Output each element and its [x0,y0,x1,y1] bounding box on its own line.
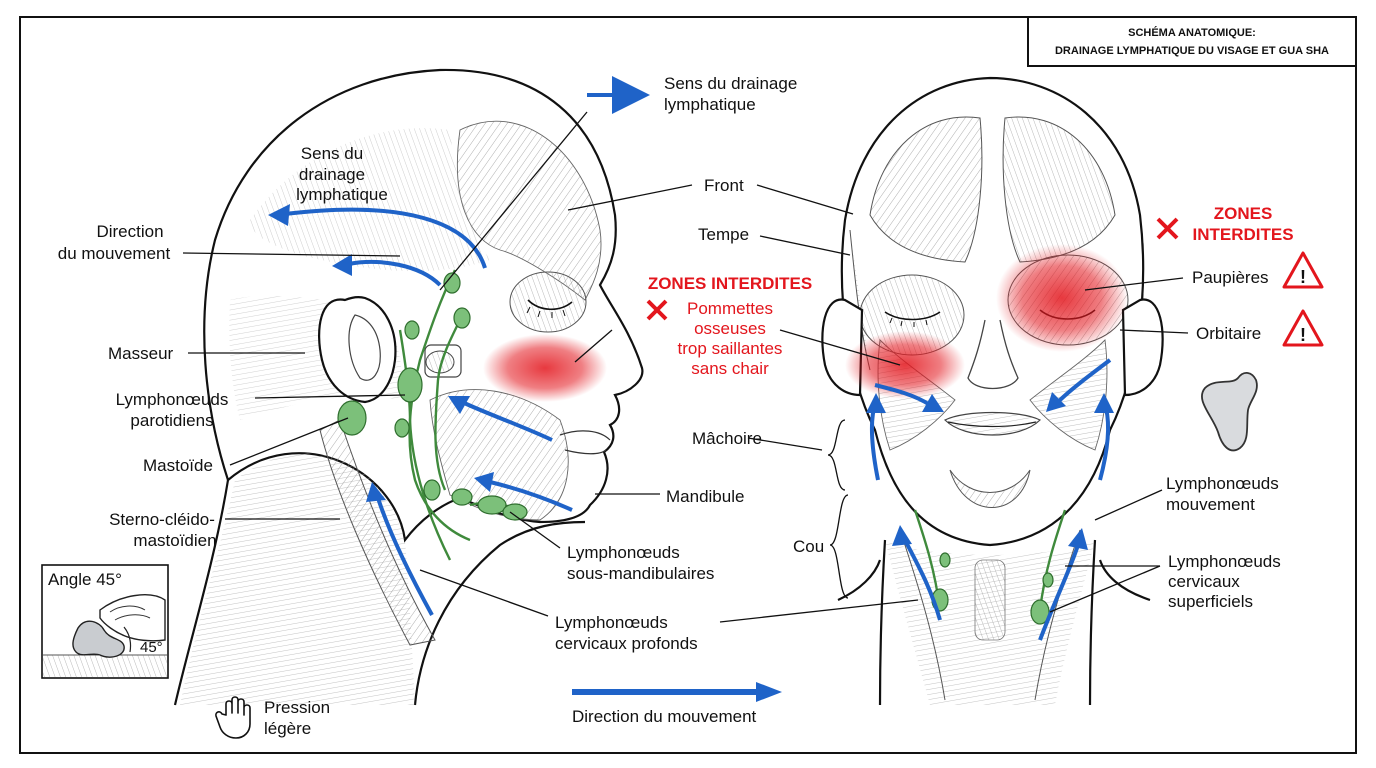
direction-arrow-icon [756,682,782,702]
superficial-label-l3: superficiels [1168,592,1253,611]
cross-icon [1156,217,1179,240]
front-drainage-arrows [866,358,1114,641]
tempe-label: Tempe [698,225,749,244]
forbidden-text-l2: osseuses [694,319,766,338]
scm-label-l1: Sterno-cléido- [109,510,215,529]
movement-nodes-label-l1: Lymphonœuds [1166,474,1279,493]
parotid-label-l1: Lymphonœuds [116,390,229,409]
orbitaire-label: Orbitaire [1196,324,1261,343]
scm-label-l2: mastoïdien [133,531,216,550]
profile-drainage-arrows [268,76,650,616]
forbidden-text-l4: sans chair [691,359,769,378]
pressure-label-l1: Pression [264,698,330,717]
pressure-label-l2: légère [264,719,311,738]
cou-label: Cou [793,537,824,556]
cross-icon [646,299,668,321]
angle-inset: Angle 45° 45° [41,564,169,679]
drainage-label-l3: lymphatique [296,185,388,204]
title-box: SCHÉMA ANATOMIQUE: DRAINAGE LYMPHATIQUE … [1027,16,1357,67]
warning-triangle-icon: ! [1282,309,1324,347]
machoire-label: Mâchoire [692,429,762,448]
front-forbidden-title-l2: INTERDITES [1192,225,1293,244]
front-leaders [719,184,1189,623]
movement-nodes-label-l2: mouvement [1166,495,1255,514]
profile-lymph-system [337,269,528,561]
warning-triangle-icon: ! [1282,251,1324,289]
drainage-arrow-label-l2: lymphatique [664,95,756,114]
superficial-label-l1: Lymphonœuds [1168,552,1281,571]
footer-direction-label: Direction du mouvement [572,707,757,726]
front-forbidden-title-l1: ZONES [1214,204,1273,223]
front-cheekbone-forbidden-zone [845,331,965,399]
drainage-label-l1: Sens du [301,144,363,163]
mastoid-label: Mastoïde [143,456,213,475]
direction-label-l1: Direction [96,222,163,241]
profile-cheekbone-forbidden-zone [483,334,607,402]
deep-cervical-label-l2: cervicaux profonds [555,634,698,653]
direction-label-l2: du mouvement [58,244,171,263]
eye-orbit-forbidden-zone [996,244,1128,352]
hand-icon [215,696,251,739]
paupieres-label: Paupières [1192,268,1269,287]
superficial-label-l2: cervicaux [1168,572,1240,591]
footer: Pression légère Direction du mouvement [215,682,782,739]
front-labels: ZONES INTERDITES Paupières ! Orbitaire !… [692,204,1324,611]
front-label: Front [704,176,744,195]
svg-text:!: ! [1300,325,1306,345]
masseur-label: Masseur [108,344,174,363]
submandibular-label-l1: Lymphonœuds [567,543,680,562]
mandibule-label: Mandibule [666,487,744,506]
inset-title: Angle 45° [48,570,122,589]
arrow-head-icon [268,204,290,226]
title-line2: DRAINAGE LYMPHATIQUE DU VISAGE ET GUA SH… [1055,45,1329,57]
drainage-label-l2: drainage [299,165,365,184]
deep-cervical-label-l1: Lymphonœuds [555,613,668,632]
front-head [821,76,1164,706]
gua-sha-stone-icon [1201,372,1258,452]
inset-angle: 45° [140,639,163,656]
profile-labels: Sens du drainage lymphatique Sens du dra… [58,74,812,653]
outer-frame [19,16,1357,754]
svg-text:!: ! [1300,267,1306,287]
submandibular-label-l2: sous-mandibulaires [567,564,714,583]
forbidden-text-l3: trop saillantes [678,339,783,358]
forbidden-text-l1: Pommettes [687,299,773,318]
profile-leaders [182,111,693,617]
profile-head [173,68,644,706]
title-line1: SCHÉMA ANATOMIQUE: [1128,26,1256,39]
drainage-direction-arrow-icon [612,76,650,114]
profile-forbidden-title: ZONES INTERDITES [648,274,812,293]
parotid-label-l2: parotidiens [130,411,213,430]
drainage-arrow-label-l1: Sens du drainage [664,74,797,93]
